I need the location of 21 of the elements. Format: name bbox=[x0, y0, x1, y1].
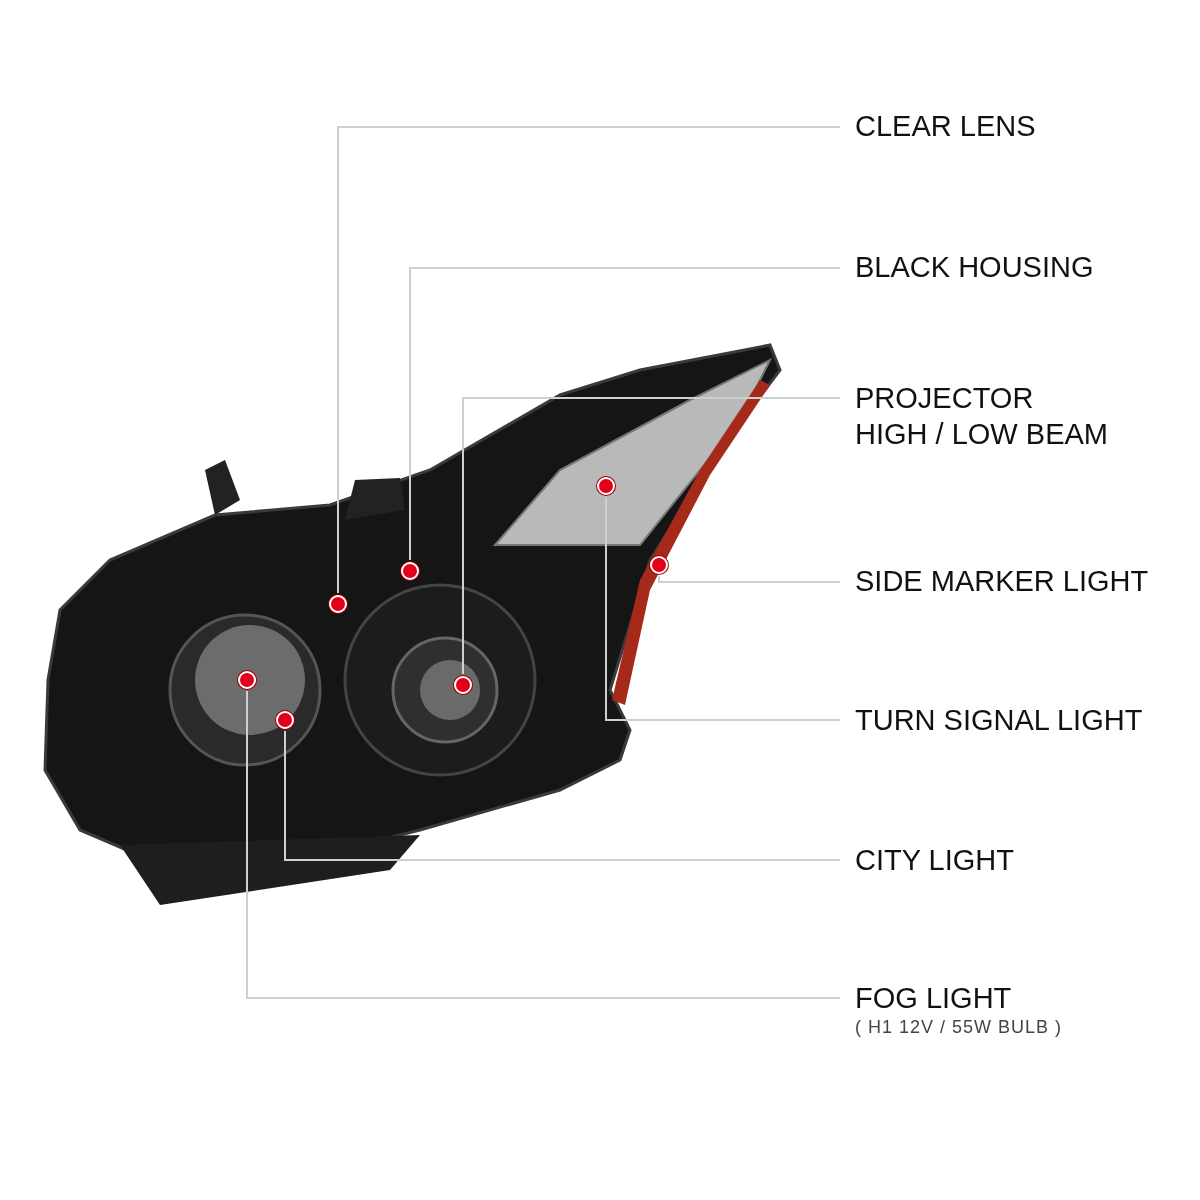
callout-label: SIDE MARKER LIGHT bbox=[855, 563, 1149, 599]
callout-label: BLACK HOUSING bbox=[855, 249, 1094, 285]
callout-label: CITY LIGHT bbox=[855, 842, 1014, 878]
leader-line bbox=[284, 730, 841, 861]
callout-label: TURN SIGNAL LIGHT bbox=[855, 702, 1143, 738]
callout-dot bbox=[597, 477, 615, 495]
callout-dot bbox=[238, 671, 256, 689]
leader-line bbox=[337, 126, 841, 594]
callout-dot bbox=[329, 595, 347, 613]
leader-line bbox=[658, 575, 841, 583]
callout-label: PROJECTOR HIGH / LOW BEAM bbox=[855, 380, 1110, 452]
callout-dot bbox=[454, 676, 472, 694]
callout-dot bbox=[650, 556, 668, 574]
callout-dot bbox=[401, 562, 419, 580]
callout-label: FOG LIGHT bbox=[855, 981, 1013, 1016]
callout-label: CLEAR LENS bbox=[855, 108, 1036, 144]
leader-line bbox=[409, 267, 841, 561]
callout-dot bbox=[276, 711, 294, 729]
leader-line bbox=[605, 496, 841, 721]
leader-line bbox=[246, 690, 841, 999]
bulb-note: ( H1 12V / 55W BULB ) bbox=[855, 1016, 1063, 1038]
